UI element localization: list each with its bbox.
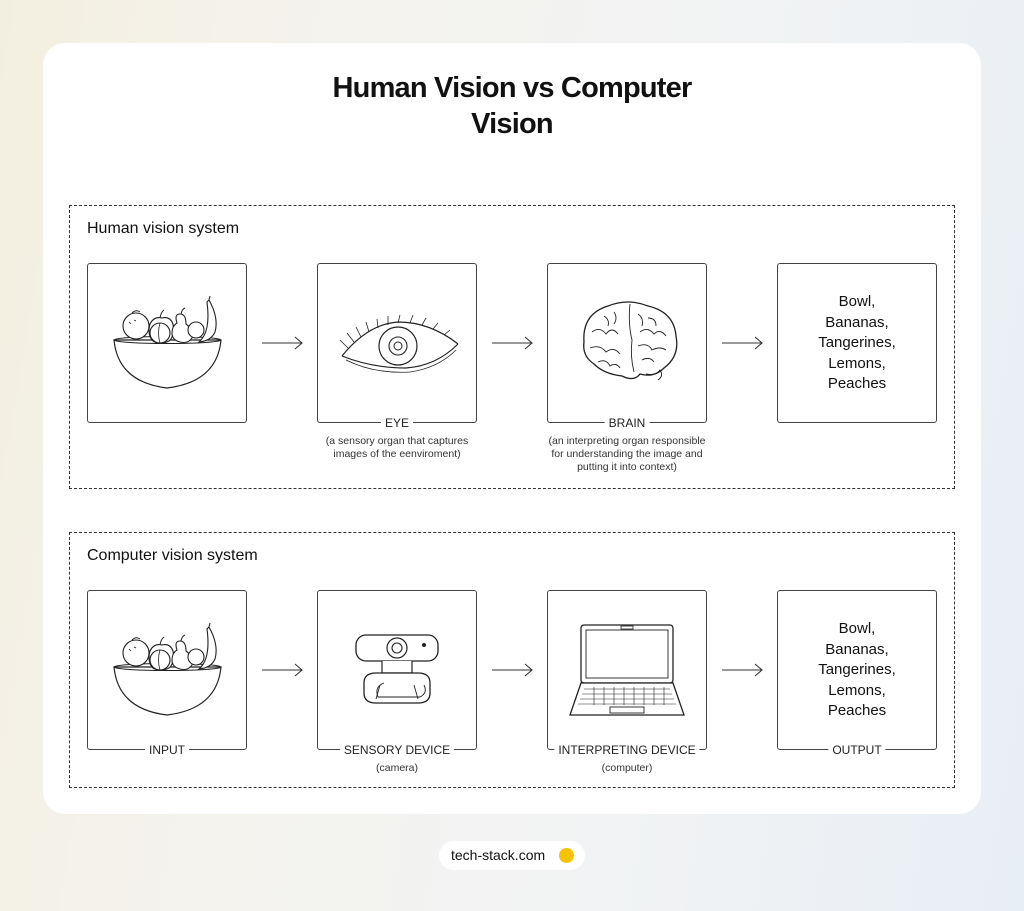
interpreting-device-label: INTERPRETING DEVICE — [554, 743, 700, 757]
list-item: Tangerines, — [818, 661, 896, 678]
webcam-icon — [355, 634, 439, 704]
footer-link[interactable]: tech-stack.com — [439, 841, 585, 870]
list-item: Peaches — [827, 702, 887, 719]
list-item: Bowl, — [838, 293, 876, 310]
computer-input-box: INPUT — [87, 590, 247, 757]
list-item: Bowl, — [838, 620, 876, 637]
list-item: Tangerines, — [818, 334, 896, 351]
fruit-bowl-icon — [113, 622, 222, 716]
human-section-title: Human vision system — [87, 220, 240, 237]
computer-output-list: Bowl, Bananas, Tangerines, Lemons, Peach… — [778, 619, 936, 722]
arrow-right-icon — [262, 336, 303, 350]
brain-box: BRAIN — [547, 263, 707, 430]
laptop-icon — [569, 624, 685, 716]
page-title: Human Vision vs Computer Vision — [332, 72, 693, 140]
brain-icon — [583, 301, 678, 381]
human-output-list: Bowl, Bananas, Tangerines, Lemons, Peach… — [778, 292, 936, 395]
human-output-box: Bowl, Bananas, Tangerines, Lemons, Peach… — [777, 263, 937, 423]
list-item: Peaches — [827, 375, 887, 392]
fruit-bowl-icon — [113, 295, 222, 389]
computer-vision-section: Computer vision system INPUT SENSORY DEV… — [69, 532, 955, 788]
dot-icon — [559, 848, 574, 863]
computer-output-box: Bowl, Bananas, Tangerines, Lemons, Peach… — [777, 590, 937, 757]
arrow-right-icon — [722, 663, 763, 677]
interpreting-device-description: (computer) — [601, 762, 653, 774]
input-label: INPUT — [145, 743, 189, 757]
list-item: Lemons, — [828, 354, 886, 372]
sensory-device-box: SENSORY DEVICE — [317, 590, 477, 757]
arrow-right-icon — [262, 663, 303, 677]
eye-description: (a sensory organ that captures images of… — [325, 435, 469, 460]
computer-section-title: Computer vision system — [87, 547, 258, 564]
list-item: Lemons, — [828, 681, 886, 699]
brain-label: BRAIN — [604, 416, 650, 430]
arrow-right-icon — [722, 336, 763, 350]
human-input-box — [87, 263, 247, 423]
eye-box: EYE — [317, 263, 477, 430]
sensory-device-description: (camera) — [375, 762, 418, 774]
eye-label: EYE — [380, 416, 414, 430]
list-item: Bananas, — [825, 640, 889, 658]
arrow-right-icon — [492, 663, 533, 677]
arrow-right-icon — [492, 336, 533, 350]
list-item: Bananas, — [825, 313, 889, 331]
sensory-device-label: SENSORY DEVICE — [339, 743, 455, 757]
output-label: OUTPUT — [828, 743, 886, 757]
brain-description: (an interpreting organ responsible for u… — [548, 435, 706, 473]
main-card: Human Vision vs Computer Vision Human vi… — [43, 43, 981, 814]
eye-icon — [339, 314, 459, 373]
interpreting-device-box: INTERPRETING DEVICE — [547, 590, 707, 757]
footer-text: tech-stack.com — [451, 847, 546, 863]
human-vision-section: Human vision system EYE (a sensory organ… — [69, 205, 955, 489]
